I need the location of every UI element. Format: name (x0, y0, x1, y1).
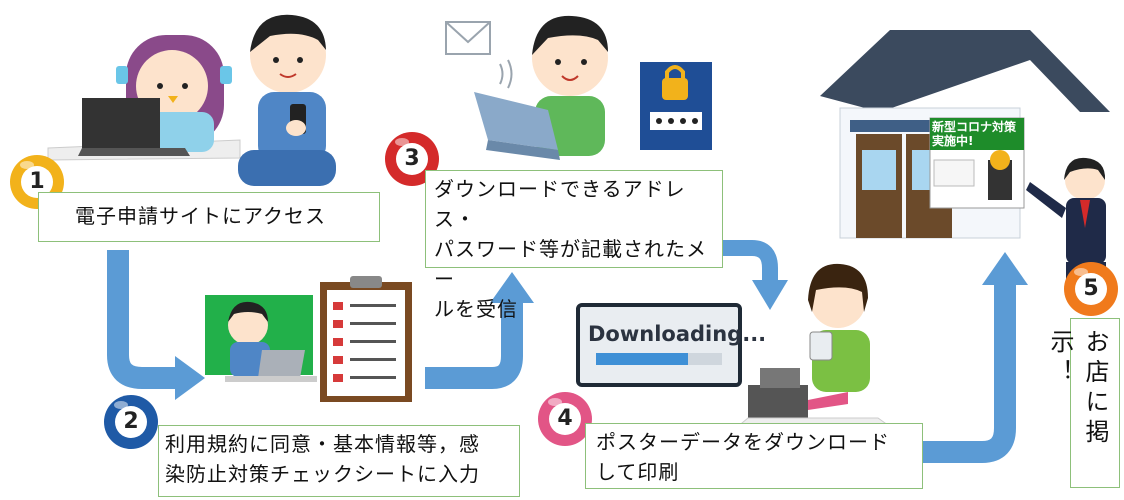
step-4-text-line1: ポスターデータをダウンロード (596, 430, 890, 454)
step-5-label: お店に掲示！ (1046, 318, 1120, 488)
download-window (576, 303, 742, 387)
password-lock-icon (640, 62, 712, 150)
boy-with-phone-illustration (238, 14, 336, 186)
step4-scene (576, 263, 894, 429)
step-3-text-line2: パスワード等が記載されたメー (434, 237, 707, 291)
man-at-laptop-illustration (474, 15, 608, 160)
arrow-3-to-4 (720, 240, 788, 310)
poster-title-line2: 実施中! (932, 134, 974, 148)
step-5-badge: 5 (1064, 262, 1118, 316)
step-2-badge: 2 (104, 395, 158, 449)
laptop-icon (78, 98, 190, 156)
step-2-label: 利用規約に同意・基本情報等，感 染防止対策チェックシートに入力 (158, 425, 520, 497)
step-2-text-line2: 染防止対策チェックシートに入力 (165, 462, 480, 486)
printer-icon (748, 368, 848, 419)
step-4-text-line2: して印刷 (596, 460, 680, 484)
badge-shine (1074, 268, 1088, 276)
poster-sign (929, 117, 1025, 209)
step-1-label: 電子申請サイトにアクセス (38, 192, 380, 242)
arrow-1-to-2 (107, 250, 205, 400)
step-1-text: 電子申請サイトにアクセス (75, 204, 326, 228)
badge-shine (20, 161, 34, 169)
poster-title-line1: 新型コロナ対策 (932, 120, 1017, 134)
downloading-label: Downloading... (588, 322, 767, 346)
email-envelope-icon (445, 21, 491, 55)
step-4-number: 4 (549, 403, 581, 435)
step1-scene (47, 14, 336, 186)
arrow-2-to-3 (425, 272, 534, 389)
step-4-label: ポスターデータをダウンロード して印刷 (585, 423, 923, 489)
badge-shine (548, 398, 562, 406)
poster-title: 新型コロナ対策 実施中! (932, 120, 1022, 148)
arrow-4-to-5 (915, 252, 1028, 463)
step-3-text-line3: ルを受信 (434, 297, 518, 321)
step-4-badge: 4 (538, 392, 592, 446)
step3-scene (445, 15, 712, 160)
pointing-man-illustration (1026, 157, 1106, 280)
clipboard-checklist-icon (320, 276, 412, 402)
badge-shine (114, 401, 128, 409)
badge-shine (395, 138, 409, 146)
step-5-number: 5 (1075, 273, 1107, 305)
step-2-text-line1: 利用規約に同意・基本情報等，感 (165, 432, 480, 456)
woman-with-tablet-illustration (808, 263, 870, 392)
step-2-number: 2 (115, 406, 147, 438)
step-3-label: ダウンロードできるアドレス・ パスワード等が記載されたメー ルを受信 (425, 170, 723, 321)
step-5-text: お店に掲示！ (1046, 329, 1109, 449)
step-3-badge: 3 (385, 132, 439, 186)
step-3-number: 3 (396, 143, 428, 175)
step5-scene (820, 30, 1110, 280)
step-3-text-line1: ダウンロードできるアドレス・ (434, 177, 686, 231)
step2-scene (205, 276, 412, 402)
